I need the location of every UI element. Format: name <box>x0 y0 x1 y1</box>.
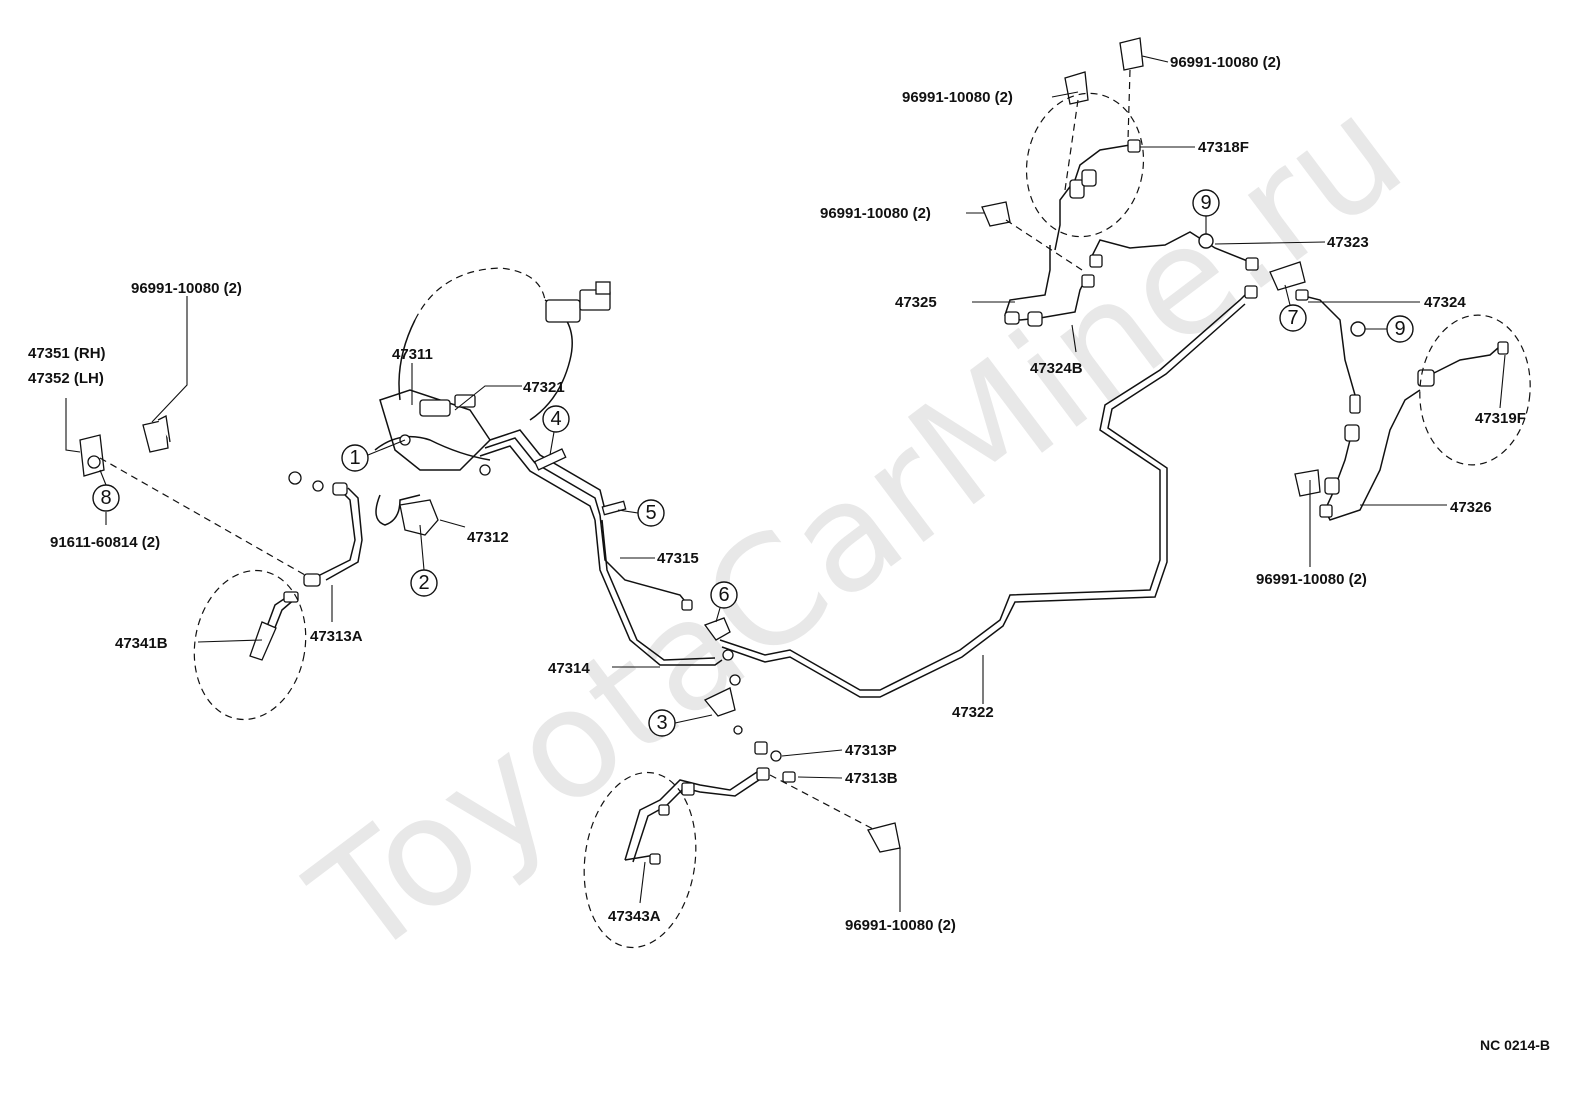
label-47313A: 47313A <box>310 628 363 645</box>
callout-5: 5 <box>617 499 665 527</box>
label-clip-top-right: 96991-10080 (2) <box>1170 54 1281 71</box>
part-labels: 96991-10080 (2) 96991-10080 (2) 47318F 9… <box>28 54 1526 934</box>
label-47311: 47311 <box>392 346 433 363</box>
label-47315: 47315 <box>657 550 699 567</box>
label-clip-left: 96991-10080 (2) <box>131 280 242 297</box>
fittings <box>79 139 1509 865</box>
svg-text:ToyotaCarMine.ru: ToyotaCarMine.ru <box>281 64 1433 992</box>
callout-2: 2 <box>410 524 438 597</box>
callout-1: 1 <box>341 439 406 472</box>
label-47312: 47312 <box>467 529 509 546</box>
drawing-code: NC 0214-B <box>1480 1037 1550 1053</box>
label-47343A: 47343A <box>608 908 661 925</box>
label-47321: 47321 <box>523 379 565 396</box>
label-clip-top-center: 96991-10080 (2) <box>902 89 1013 106</box>
label-47341B: 47341B <box>115 635 168 652</box>
svg-text:2: 2 <box>418 572 429 594</box>
callout-7: 7 <box>1279 284 1307 332</box>
svg-text:4: 4 <box>550 408 561 430</box>
dashed-guides <box>99 69 1531 949</box>
label-47324: 47324 <box>1424 294 1466 311</box>
callout-3: 3 <box>648 709 713 737</box>
label-47351-rh: 47351 (RH) <box>28 345 106 362</box>
label-47326: 47326 <box>1450 499 1492 516</box>
label-47323: 47323 <box>1327 234 1369 251</box>
label-47352-lh: 47352 (LH) <box>28 370 104 387</box>
watermark: ToyotaCarMine.ru <box>281 64 1433 992</box>
callout-circles: 1 2 3 4 5 6 7 8 9 9 <box>92 189 1414 737</box>
brake-booster <box>374 267 611 536</box>
label-47314: 47314 <box>548 660 590 677</box>
label-47318F: 47318F <box>1198 139 1249 156</box>
svg-text:9: 9 <box>1200 192 1211 214</box>
label-47319F: 47319F <box>1475 410 1526 427</box>
svg-text:5: 5 <box>645 502 656 524</box>
callout-9-top: 9 <box>1192 189 1220 249</box>
label-47322: 47322 <box>952 704 994 721</box>
svg-text:3: 3 <box>656 712 667 734</box>
svg-text:1: 1 <box>349 447 360 469</box>
svg-text:8: 8 <box>100 487 111 509</box>
callout-9-right: 9 <box>1350 315 1414 343</box>
leader-lines <box>65 55 1506 912</box>
clip-parts <box>142 37 1321 853</box>
callout-4: 4 <box>542 405 570 456</box>
label-47324B: 47324B <box>1030 360 1083 377</box>
label-clip-bottom: 96991-10080 (2) <box>845 917 956 934</box>
callout-6: 6 <box>710 581 738 623</box>
svg-text:6: 6 <box>718 584 729 606</box>
label-clip-mid-left: 96991-10080 (2) <box>820 205 931 222</box>
label-47313B: 47313B <box>845 770 898 787</box>
label-clip-right: 96991-10080 (2) <box>1256 571 1367 588</box>
callout-8: 8 <box>92 469 120 512</box>
svg-text:9: 9 <box>1394 318 1405 340</box>
label-47313P: 47313P <box>845 742 897 759</box>
label-91611-60814: 91611-60814 (2) <box>50 534 160 551</box>
label-47325: 47325 <box>895 294 937 311</box>
svg-text:7: 7 <box>1287 307 1298 329</box>
